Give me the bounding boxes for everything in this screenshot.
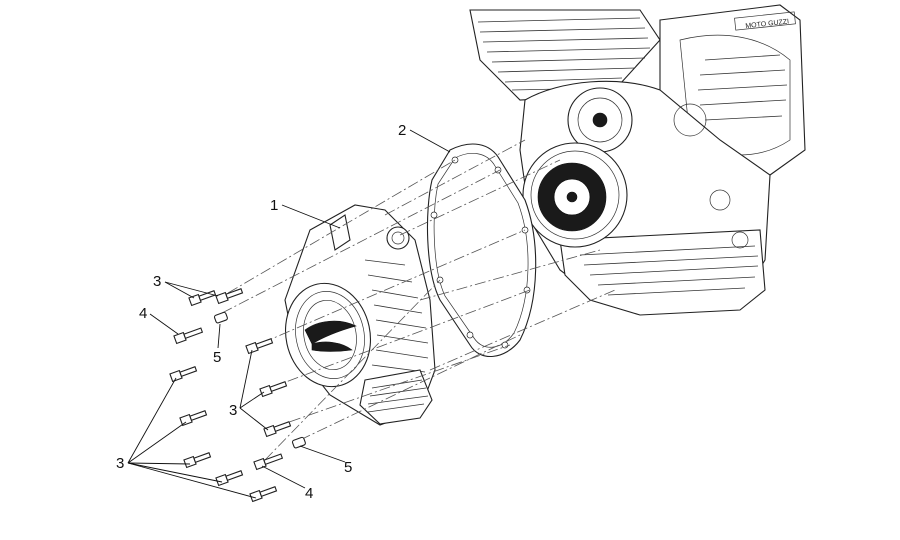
callout-2: 2 [398, 122, 406, 139]
callout-3-lower: 3 [116, 455, 124, 472]
dowel-5-left [213, 311, 228, 324]
bolt-3-low-b [179, 410, 208, 427]
callout-4-right: 4 [305, 485, 313, 502]
fasteners [169, 288, 306, 503]
bolt-4-left [173, 327, 204, 345]
bolt-3-mid-b [259, 381, 288, 398]
cover-gasket [426, 143, 537, 358]
bolt-3-low-a [169, 366, 198, 383]
alternator-cover [284, 204, 436, 426]
alignment-lines [221, 139, 616, 461]
leader-lines [127, 129, 451, 499]
bolt-3-low-d [215, 470, 244, 487]
bolt-3-low-c [183, 452, 212, 469]
callout-1: 1 [270, 197, 278, 214]
callout-4-left: 4 [139, 305, 147, 322]
dowel-5-right [291, 436, 306, 449]
callout-5-left: 5 [213, 349, 221, 366]
bolt-3-low-e [249, 486, 278, 503]
callout-3-upper: 3 [153, 273, 161, 290]
engine-brand-label: MOTO GUZZI [745, 19, 789, 31]
callout-3-mid: 3 [229, 402, 237, 419]
bolt-3-upper-b [215, 288, 244, 305]
engine-block: MOTO GUZZI [469, 4, 806, 316]
callout-labels: 1 2 3 4 5 3 3 5 4 [116, 122, 406, 502]
bolt-3-mid-a [245, 338, 274, 355]
bolt-3-mid-c [263, 421, 292, 438]
callout-5-right: 5 [344, 459, 352, 476]
bolt-4-right [253, 453, 284, 471]
